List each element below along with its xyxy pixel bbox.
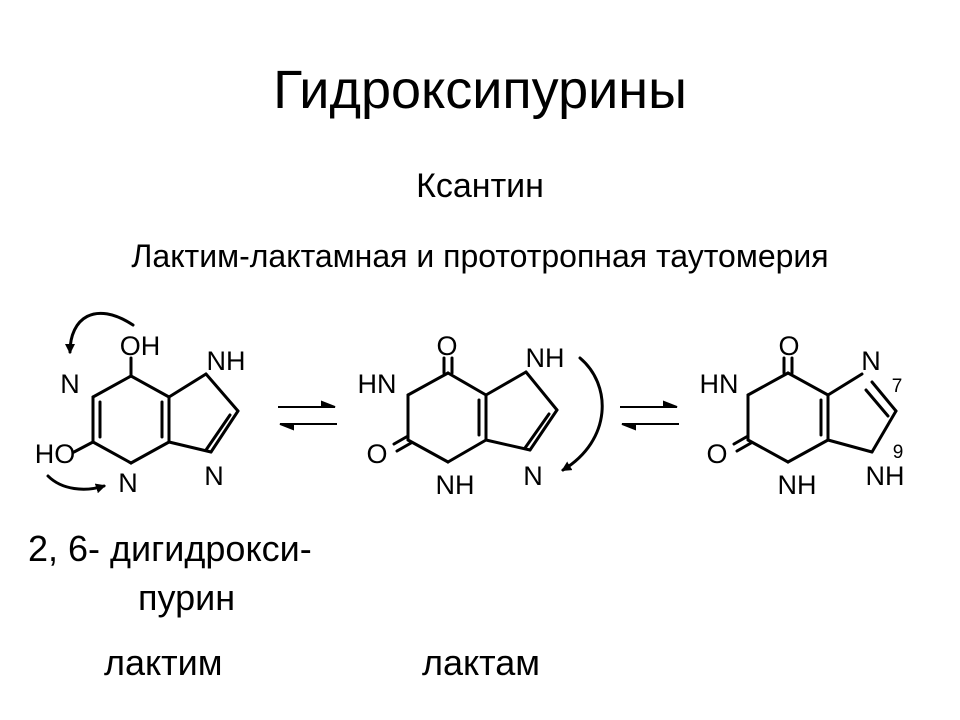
atom-n: N bbox=[523, 461, 543, 491]
atom-o-top: O bbox=[436, 331, 457, 361]
equilibrium-arrow-1 bbox=[278, 400, 337, 431]
lactim-label: лактим bbox=[104, 642, 223, 683]
lactam-structure-b bbox=[732, 356, 898, 464]
atom-nh-bottom: NH bbox=[436, 470, 475, 500]
slide-title: Гидроксипурины bbox=[273, 60, 687, 120]
atom-n: N bbox=[204, 461, 224, 491]
lactam-a-atom-labels: O HN O NH NH N bbox=[358, 331, 565, 500]
position-7: 7 bbox=[892, 376, 903, 397]
atom-nh: NH bbox=[207, 346, 246, 376]
position-numbers: 7 9 bbox=[892, 376, 904, 463]
atom-nh9: NH bbox=[866, 461, 905, 491]
systematic-name-line2: пурин bbox=[138, 577, 236, 618]
atom-n1: N bbox=[60, 369, 80, 399]
atom-ho: HO bbox=[35, 439, 76, 469]
atom-nh: NH bbox=[526, 343, 565, 373]
atom-hn: HN bbox=[700, 369, 739, 399]
equilibrium-arrow-2 bbox=[620, 400, 679, 431]
position-9: 9 bbox=[893, 442, 904, 463]
lactam-structure-a bbox=[392, 356, 604, 472]
lactim-atom-labels: OH N HO N NH N bbox=[35, 331, 246, 498]
atom-nh-bottom: NH bbox=[778, 470, 817, 500]
atom-hn: HN bbox=[358, 369, 397, 399]
systematic-name-line1: 2, 6- дигидрокси- bbox=[28, 528, 312, 569]
atom-n3: N bbox=[118, 468, 138, 498]
atom-o-top: O bbox=[778, 331, 799, 361]
lactam-label: лактам bbox=[422, 642, 541, 683]
lactam-b-atom-labels: O HN O NH N NH bbox=[700, 331, 905, 500]
atom-o-left: O bbox=[366, 439, 387, 469]
atom-n7: N bbox=[861, 346, 881, 376]
lactim-structure bbox=[46, 311, 240, 494]
atom-o-left: O bbox=[706, 439, 727, 469]
compound-name: Ксантин bbox=[416, 167, 544, 205]
atom-oh: OH bbox=[120, 331, 161, 361]
scheme-caption: Лактим-лактамная и прототропная таутомер… bbox=[131, 238, 829, 274]
